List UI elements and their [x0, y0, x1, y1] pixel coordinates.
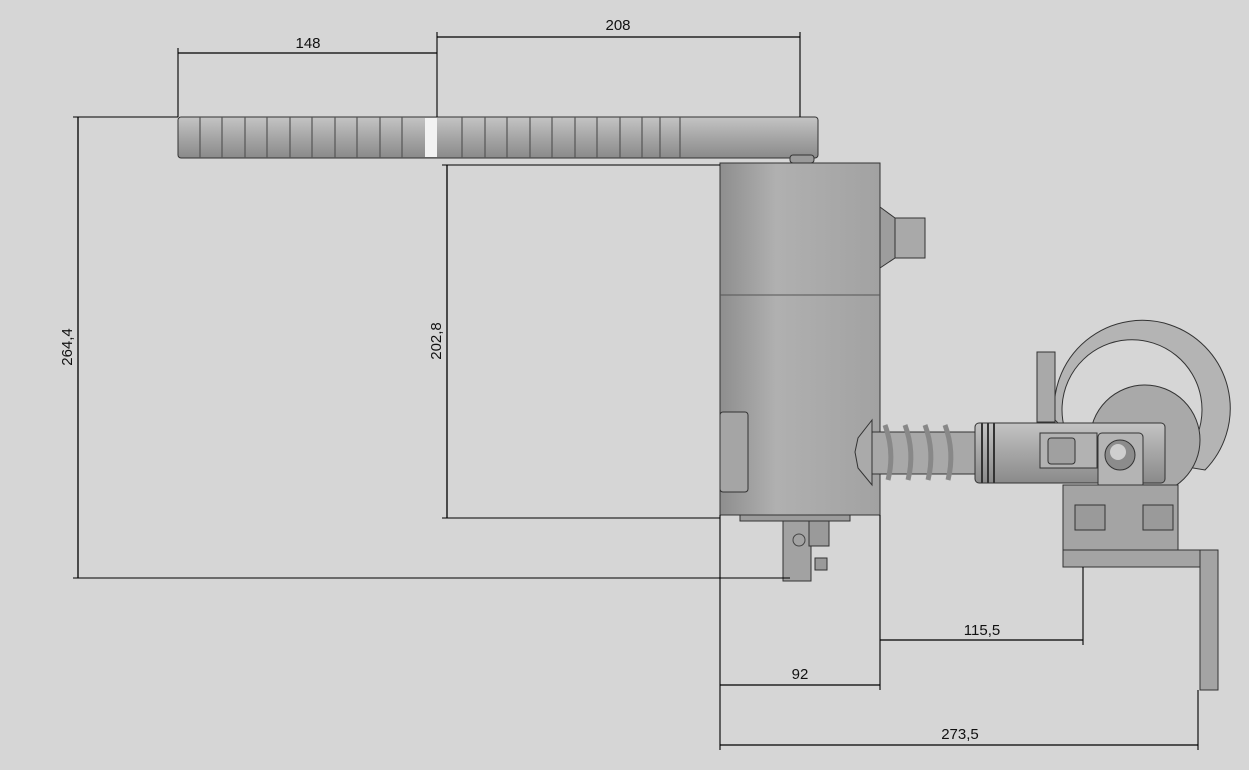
- spring-arm: [854, 319, 1231, 496]
- dim-label-92: 92: [792, 666, 809, 683]
- dimension-lines: [73, 32, 1199, 750]
- cylinder-body: [719, 162, 926, 582]
- dim-label-273-5: 273,5: [941, 726, 979, 743]
- dim-label-264-4: 264,4: [59, 328, 76, 366]
- mounting-bracket: [1062, 484, 1219, 691]
- dim-label-208: 208: [605, 17, 630, 34]
- dim-label-202-8: 202,8: [428, 322, 445, 360]
- handle-bar: [177, 116, 819, 164]
- dim-label-148: 148: [295, 35, 320, 52]
- dim-label-115-5: 115,5: [964, 622, 1000, 639]
